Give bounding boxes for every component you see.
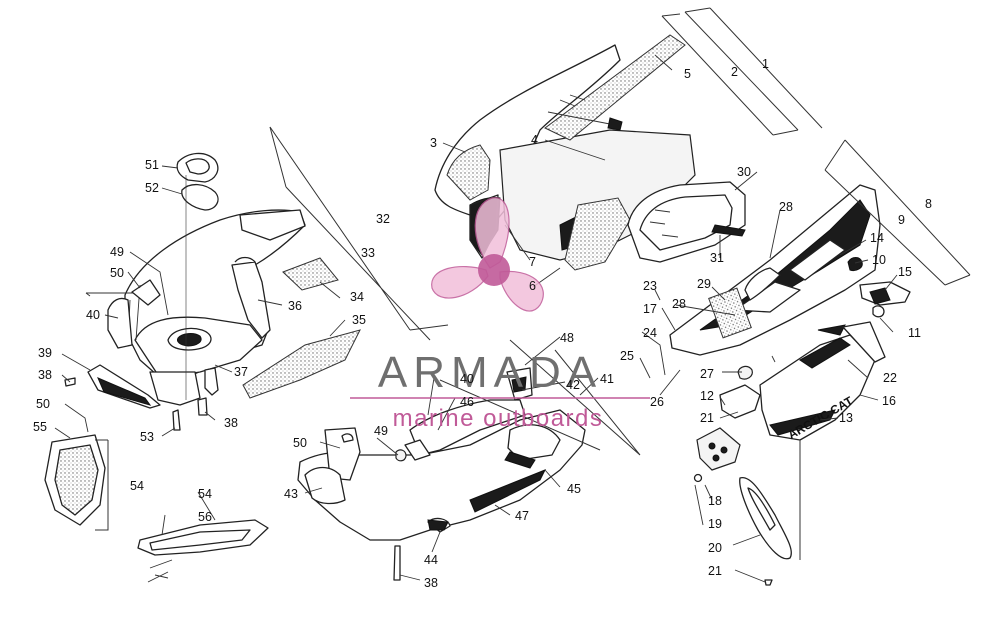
callout-1: 1: [762, 57, 769, 71]
leader-lines: [54, 54, 898, 583]
side-panel-insert: [627, 181, 746, 263]
callout-52: 52: [145, 181, 159, 195]
assembly-brackets: [95, 7, 971, 560]
callout-44: 44: [424, 553, 438, 567]
callout-49-center: 49: [374, 424, 388, 438]
watermark-tagline: marine outboards: [393, 405, 604, 432]
callout-50-left: 50: [36, 397, 50, 411]
callout-55: 55: [33, 420, 47, 434]
callout-40-center: 40: [460, 372, 474, 386]
callout-36: 36: [288, 299, 302, 313]
callout-50-upper: 50: [110, 266, 124, 280]
callout-31: 31: [710, 251, 724, 265]
callout-6: 6: [529, 279, 536, 293]
front-nose-assembly: [64, 152, 361, 431]
callout-53: 53: [140, 430, 154, 444]
callout-33: 33: [361, 246, 375, 260]
left-fairing: [44, 434, 269, 583]
watermark-brand: ARMADA: [378, 348, 602, 397]
callout-42: 42: [566, 378, 580, 392]
callout-37: 37: [234, 365, 248, 379]
callout-47: 47: [515, 509, 529, 523]
callout-29: 29: [697, 277, 711, 291]
callout-12: 12: [700, 389, 714, 403]
callout-labels: 1 2 3 4 5 6 7 8 9 10 11 12 13 14 15 16 1…: [33, 57, 932, 590]
callout-21-lower: 21: [708, 564, 722, 578]
callout-2: 2: [731, 65, 738, 79]
watermark-logo: ARMADA marine outboards: [350, 197, 650, 432]
callout-11: 11: [908, 326, 921, 340]
callout-22: 22: [883, 371, 897, 385]
belly-pan: [297, 367, 586, 581]
propeller-icon: [431, 197, 544, 312]
callout-32: 32: [376, 212, 390, 226]
callout-56: 56: [198, 510, 212, 524]
callout-5: 5: [684, 67, 691, 81]
lower-brackets: [693, 427, 792, 586]
callout-28-lower: 28: [672, 297, 686, 311]
callout-26: 26: [650, 395, 664, 409]
callout-41: 41: [600, 372, 614, 386]
callout-24: 24: [643, 326, 657, 340]
callout-7: 7: [529, 255, 536, 269]
callout-38-middle: 38: [224, 416, 238, 430]
callout-51: 51: [145, 158, 159, 172]
callout-30: 30: [737, 165, 751, 179]
callout-48: 48: [560, 331, 574, 345]
callout-19: 19: [708, 517, 722, 531]
callout-28-upper: 28: [779, 200, 793, 214]
callout-50-center: 50: [293, 436, 307, 450]
callout-21-upper: 21: [700, 411, 714, 425]
callout-38-bottom: 38: [424, 576, 438, 590]
callout-27: 27: [700, 367, 714, 381]
callout-34: 34: [350, 290, 364, 304]
callout-4: 4: [531, 133, 538, 147]
callout-25: 25: [620, 349, 634, 363]
callout-14: 14: [870, 231, 884, 245]
callout-10: 10: [872, 253, 886, 267]
callout-46: 46: [460, 395, 474, 409]
callout-16: 16: [882, 394, 896, 408]
callout-49-left: 49: [110, 245, 124, 259]
callout-18: 18: [708, 494, 722, 508]
callout-15: 15: [898, 265, 912, 279]
callout-54-lower: 54: [198, 487, 212, 501]
callout-13: 13: [839, 411, 853, 425]
callout-39: 39: [38, 346, 52, 360]
callout-40-left: 40: [86, 308, 100, 322]
callout-8: 8: [925, 197, 932, 211]
callout-3: 3: [430, 136, 437, 150]
callout-45: 45: [567, 482, 581, 496]
callout-43: 43: [284, 487, 298, 501]
callout-35: 35: [352, 313, 366, 327]
callout-38-left: 38: [38, 368, 52, 382]
callout-23: 23: [643, 279, 657, 293]
callout-9: 9: [898, 213, 905, 227]
callout-20: 20: [708, 541, 722, 555]
callout-17: 17: [643, 302, 657, 316]
callout-54-right: 54: [130, 479, 144, 493]
